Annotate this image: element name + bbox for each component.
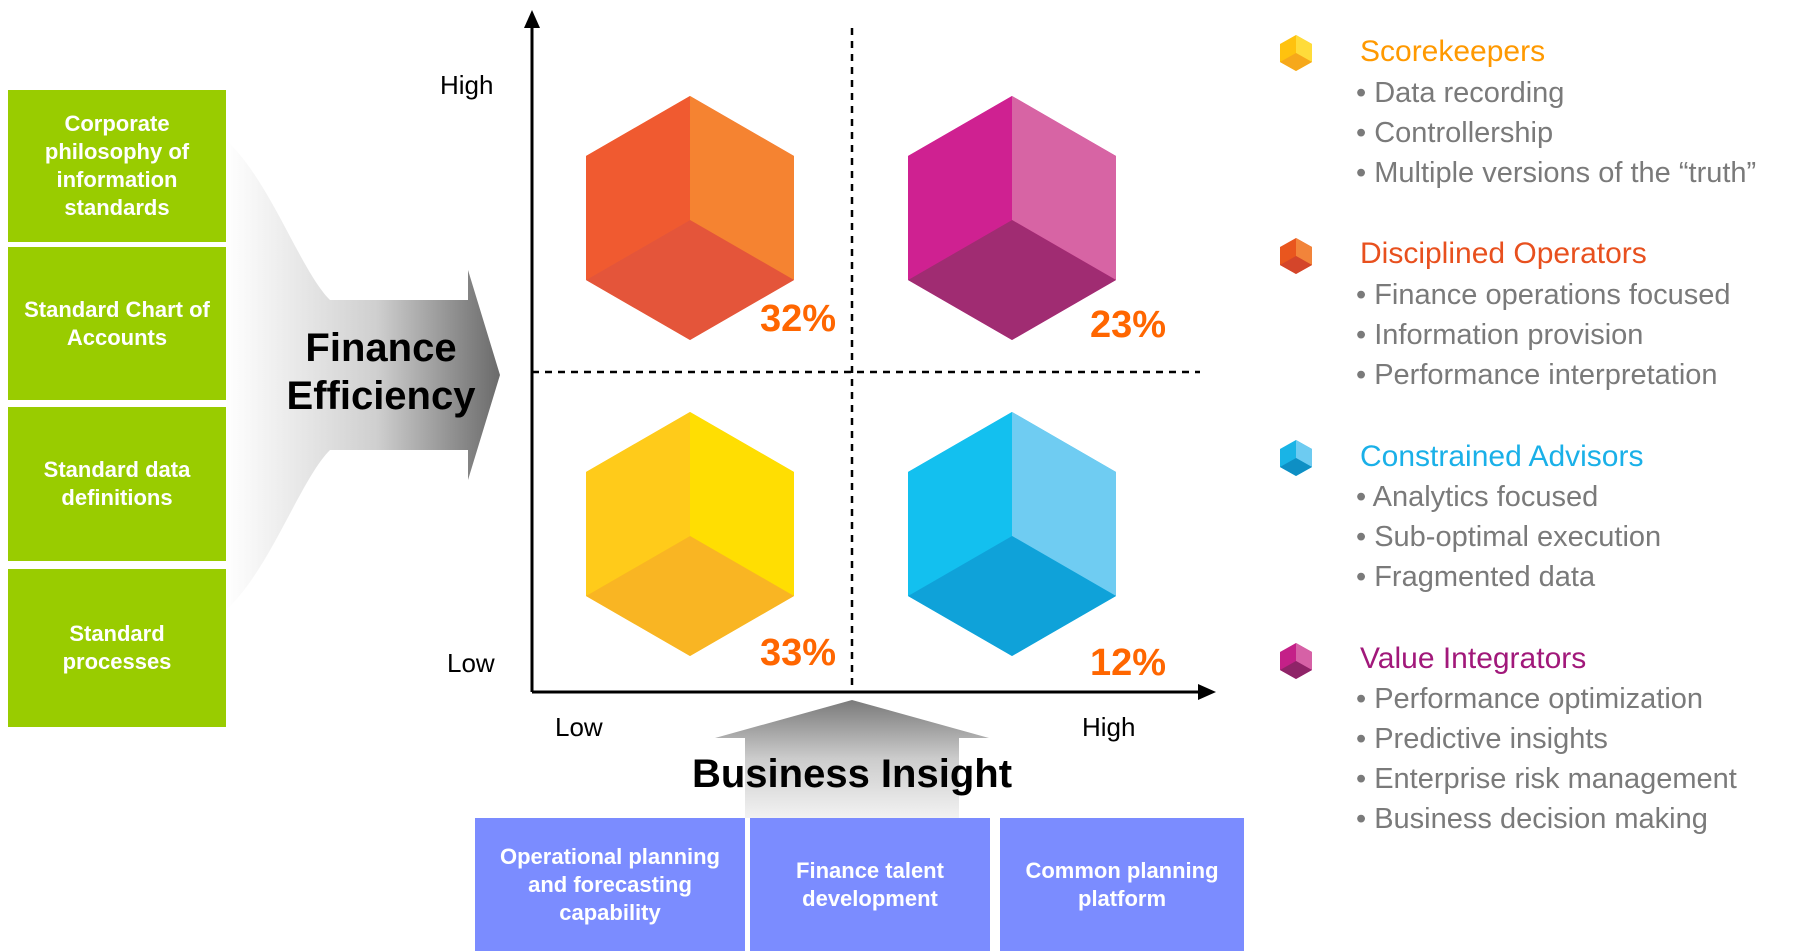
bottom-box-3-text: Common planning platform xyxy=(1025,857,1219,911)
left-box-1: Corporate philosophy of information stan… xyxy=(8,90,226,242)
legend-bullet: • Performance interpretation xyxy=(1356,359,1718,391)
legend-bullet: • Information provision xyxy=(1356,319,1644,351)
blue-cube-icon xyxy=(1280,440,1312,476)
legend-bullet: • Finance operations focused xyxy=(1356,279,1731,311)
left-box-2: Standard Chart of Accounts xyxy=(8,247,226,400)
bottom-box-2: Finance talent development xyxy=(750,818,990,951)
left-box-4: Standard processes xyxy=(8,569,226,727)
y-axis-high-label: High xyxy=(440,70,494,100)
legend-bullet: • Fragmented data xyxy=(1356,561,1596,593)
x-axis-low-label: Low xyxy=(555,712,603,742)
hex-top-left xyxy=(586,96,794,340)
legend-bullet: • Multiple versions of the “truth” xyxy=(1356,157,1757,189)
legend-bullet: • Business decision making xyxy=(1356,803,1708,835)
business-insight-arrow xyxy=(715,700,989,818)
hex-top-right xyxy=(908,96,1116,340)
legend-title-constrained-advisors: Constrained Advisors xyxy=(1360,440,1644,473)
bottom-box-2-text: Finance talent development xyxy=(796,857,944,911)
left-box-2-text: Standard Chart of Accounts xyxy=(24,296,210,350)
left-box-3: Standard data definitions xyxy=(8,407,226,561)
x-axis-arrowhead xyxy=(1198,684,1216,700)
bottom-box-3: Common planning platform xyxy=(1000,818,1244,951)
x-axis-high-label: High xyxy=(1082,712,1136,742)
legend-bullet: • Performance optimization xyxy=(1356,683,1704,715)
finance-efficiency-arrow xyxy=(226,140,500,610)
hex-bottom-right xyxy=(908,412,1116,656)
left-box-1-text: Corporate philosophy of information stan… xyxy=(44,111,190,220)
y-axis-title: Finance Efficiency xyxy=(286,326,476,418)
percent-top-left: 32% xyxy=(760,298,837,340)
legend-bullet: • Enterprise risk management xyxy=(1356,763,1737,795)
legend-bullet: • Predictive insights xyxy=(1356,723,1608,755)
bottom-box-1: Operational planning and forecasting cap… xyxy=(475,818,745,951)
yellow-cube-icon xyxy=(1280,35,1312,71)
hex-bottom-left xyxy=(586,412,794,656)
legend-bullet: • Controllership xyxy=(1356,117,1554,149)
left-box-4-text: Standard processes xyxy=(62,621,172,674)
left-box-3-text: Standard data definitions xyxy=(43,457,191,510)
legend-title-scorekeepers: Scorekeepers xyxy=(1360,35,1546,68)
bottom-box-1-text: Operational planning and forecasting cap… xyxy=(499,843,720,925)
legend-title-value-integrators: Value Integrators xyxy=(1360,642,1587,675)
orange-cube-icon xyxy=(1280,238,1312,274)
percent-top-right: 23% xyxy=(1090,304,1167,346)
legend-bullet: • Sub-optimal execution xyxy=(1356,521,1662,553)
legend-bullet: • Data recording xyxy=(1356,77,1565,109)
legend-bullet: • Analytics focused xyxy=(1356,481,1599,513)
percent-bottom-right: 12% xyxy=(1090,642,1167,684)
y-axis-arrowhead xyxy=(524,10,540,28)
x-axis-title: Business Insight xyxy=(691,752,1013,796)
magenta-cube-icon xyxy=(1280,643,1312,679)
percent-bottom-left: 33% xyxy=(760,632,837,674)
y-axis-low-label: Low xyxy=(447,648,495,678)
legend-title-disciplined-operators: Disciplined Operators xyxy=(1360,237,1647,270)
